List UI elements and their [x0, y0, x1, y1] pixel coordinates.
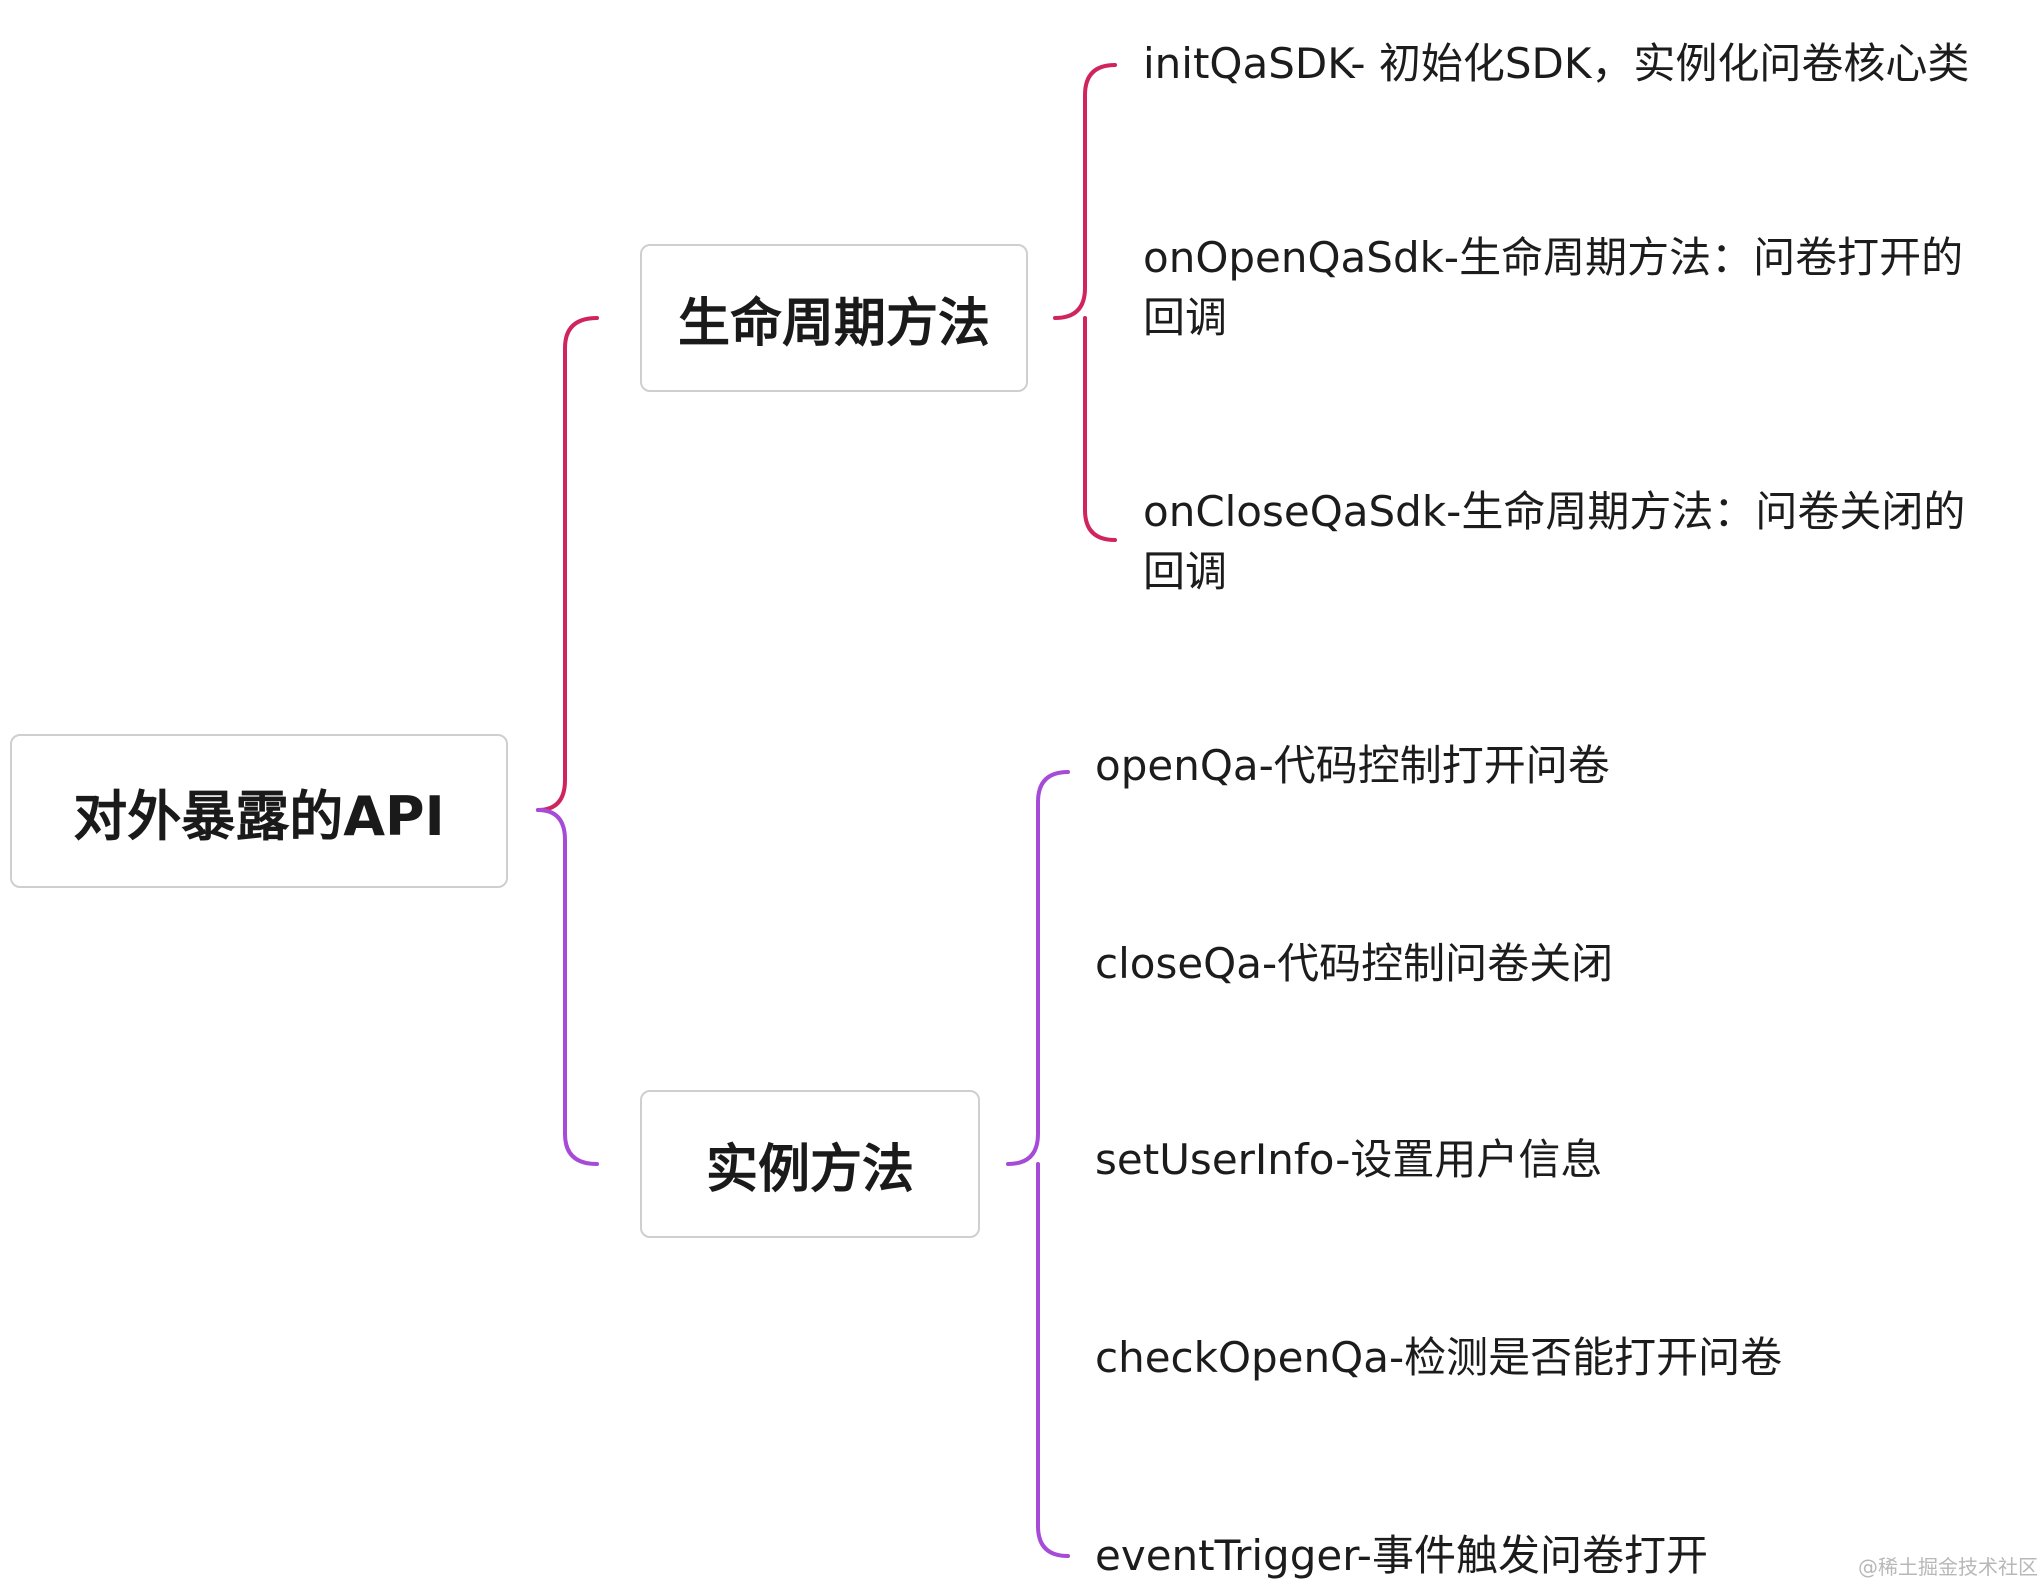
leaf-set-user-info: setUserInfo-设置用户信息 [1095, 1135, 1603, 1184]
leaf-open-qa: openQa-代码控制打开问卷 [1095, 741, 1610, 790]
watermark: @稀土掘金技术社区 [1858, 1555, 2038, 1579]
leaf-on-close-qa-sdk: onCloseQaSdk-生命周期方法：问卷关闭的回调 [1143, 487, 1966, 596]
lifecycle-methods-node: 生命周期方法 [640, 244, 1028, 392]
root-node: 对外暴露的API [10, 734, 508, 888]
leaf-init-qa-sdk: initQaSDK- 初始化SDK，实例化问卷核心类 [1143, 39, 1970, 88]
leaf-close-qa: closeQa-代码控制问卷关闭 [1095, 939, 1614, 988]
instance-methods-node: 实例方法 [640, 1090, 980, 1238]
leaf-on-open-qa-sdk: onOpenQaSdk-生命周期方法：问卷打开的回调 [1143, 233, 1964, 342]
instance-brace [1006, 770, 1070, 1558]
leaf-check-open-qa: checkOpenQa-检测是否能打开问卷 [1095, 1333, 1783, 1382]
lifecycle-brace [1053, 63, 1117, 542]
root-to-instance-connector [536, 808, 599, 1166]
root-to-lifecycle-connector [536, 316, 599, 812]
leaf-event-trigger: eventTrigger-事件触发问卷打开 [1095, 1531, 1708, 1580]
